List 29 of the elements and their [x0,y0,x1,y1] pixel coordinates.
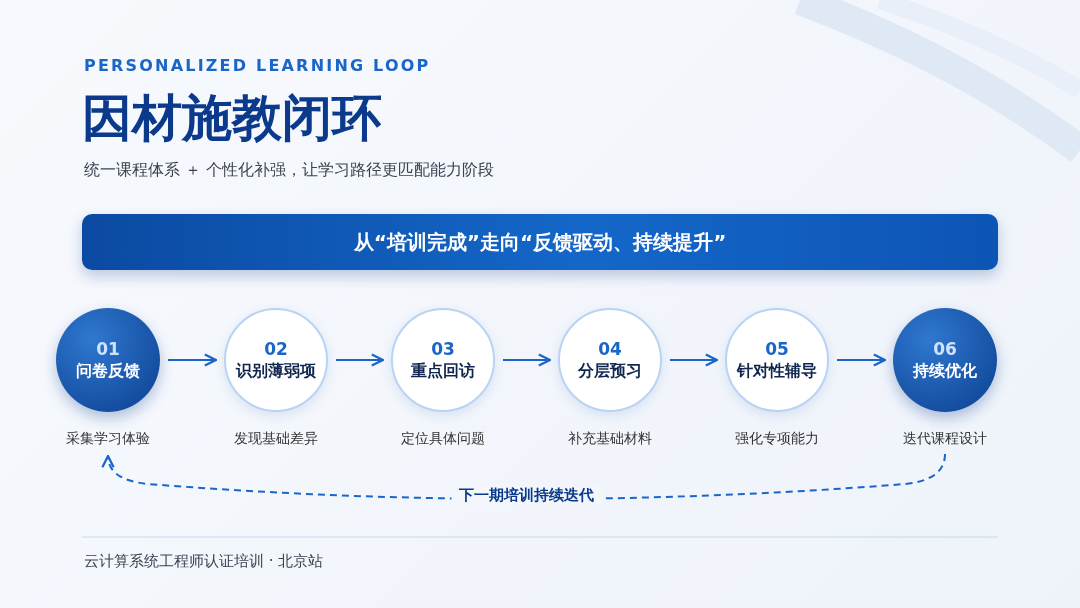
step-number: 05 [765,338,789,360]
arrow [335,353,385,367]
step-number: 02 [264,338,288,360]
step-number: 04 [598,338,622,360]
step-title: 识别薄弱项 [236,360,316,382]
arrow [167,353,218,367]
step-number: 03 [431,338,455,360]
banner: 从“培训完成”走向“反馈驱动、持续提升” [82,214,998,270]
step-caption: 定位具体问题 [401,430,485,448]
step-title: 问卷反馈 [76,360,140,382]
step-number: 06 [933,338,957,360]
step-caption: 强化专项能力 [735,430,819,448]
step-caption: 采集学习体验 [66,430,150,448]
edge-label: 下一期培训持续迭代 [451,486,602,505]
english-heading: PERSONALIZED LEARNING LOOP [84,56,431,75]
step-title: 针对性辅导 [737,360,817,382]
arrow [836,353,887,367]
subtitle: 统一课程体系 ＋ 个性化补强，让学习路径更匹配能力阶段 [84,160,495,181]
step-title: 重点回访 [411,360,475,382]
step-caption: 补充基础材料 [568,430,652,448]
footer-text: 云计算系统工程师认证培训 · 北京站 [84,552,324,571]
step-caption: 发现基础差异 [234,430,318,448]
step-title: 持续优化 [913,360,977,382]
step-title: 分层预习 [578,360,642,382]
step-caption: 迭代课程设计 [903,430,987,448]
title: 因材施教闭环 [82,88,382,149]
arrow [502,353,552,367]
step-number: 01 [96,338,120,360]
arrow [669,353,719,367]
